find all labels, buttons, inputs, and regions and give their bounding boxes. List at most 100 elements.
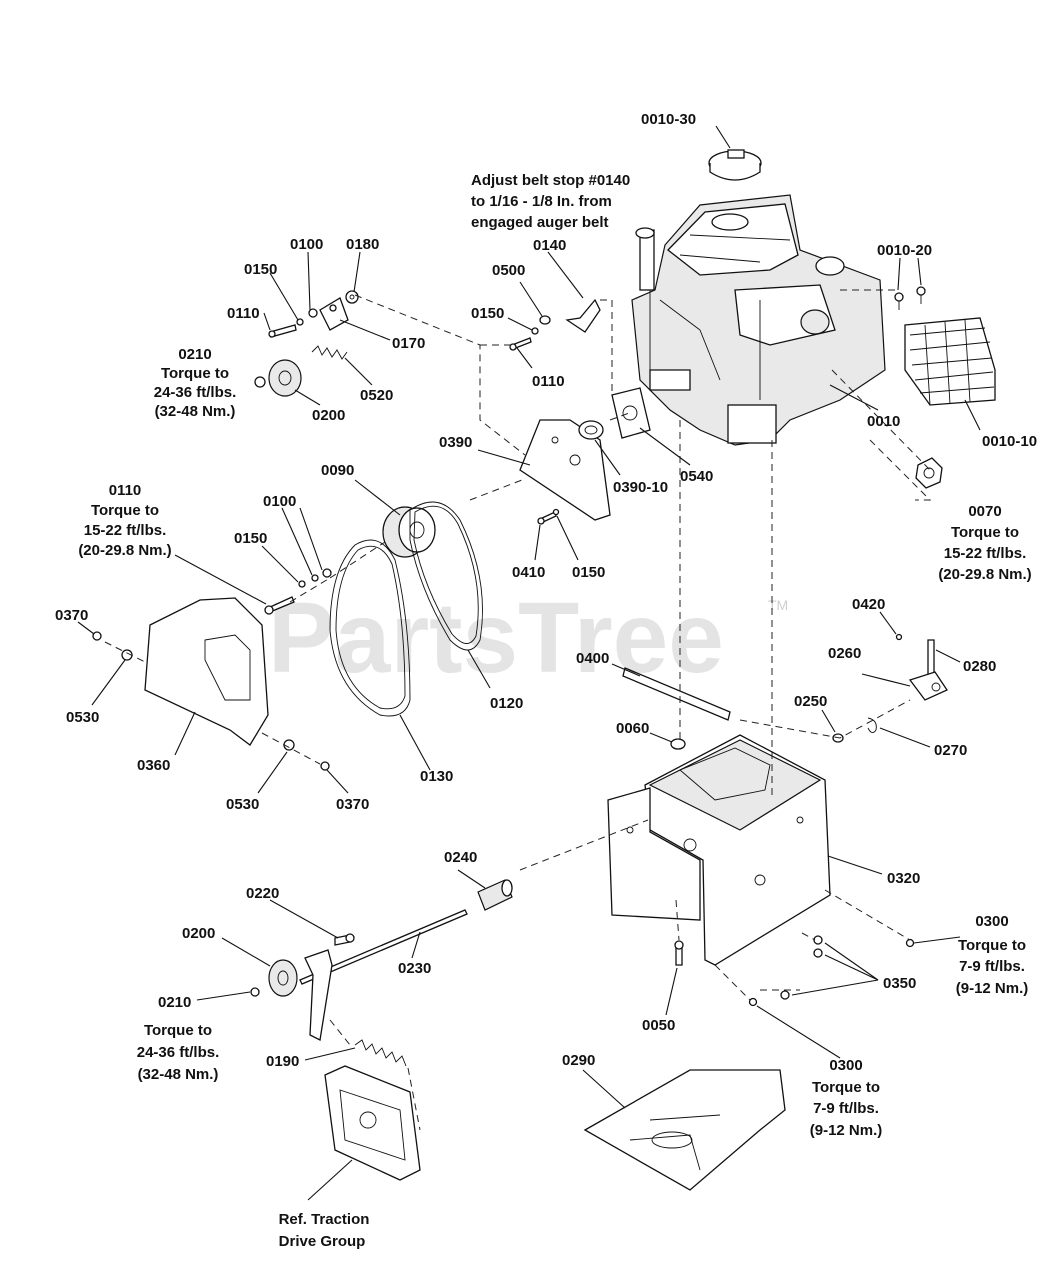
screws-0350[interactable]: [780, 935, 823, 1000]
label-0370-b: 0370: [336, 796, 369, 813]
bottom-plate-0290[interactable]: [583, 1069, 786, 1191]
spring-0520[interactable]: [311, 345, 348, 360]
label-0200-b: 0200: [182, 925, 215, 942]
traction-drive-group[interactable]: [324, 1065, 421, 1181]
bolt-0110c[interactable]: [264, 596, 295, 615]
idler-pulley-0200a[interactable]: [268, 359, 302, 397]
screw-0370b[interactable]: [320, 761, 330, 771]
belt-0130[interactable]: [329, 539, 411, 717]
washer-0100b[interactable]: [311, 568, 332, 582]
belt-cover-0390[interactable]: [519, 419, 611, 521]
note-0210-bottom-line2: 24-36 ft/lbs.: [137, 1044, 220, 1061]
label-0320: 0320: [887, 870, 920, 887]
note-torque-0070: 0070 Torque to 15-22 ft/lbs. (20-29.8 Nm…: [938, 503, 1031, 583]
note-0300-right-line4: (9-12 Nm.): [956, 980, 1029, 997]
spacer-0240[interactable]: [477, 879, 513, 911]
note-belt-stop-line1: Adjust belt stop #0140: [471, 172, 630, 189]
label-0010-30: 0010-30: [641, 111, 696, 128]
note-0300-right-line1: 0300: [975, 913, 1008, 930]
bracket-0260[interactable]: [908, 671, 948, 701]
washer-0390-10[interactable]: [578, 420, 604, 440]
note-0070-line1: 0070: [968, 503, 1001, 520]
washer-0060[interactable]: [670, 738, 686, 750]
washer-0500[interactable]: [539, 315, 551, 325]
idler-bracket-0170[interactable]: [319, 297, 349, 331]
label-0110-b: 0110: [532, 373, 565, 390]
nut-0210-top[interactable]: [254, 376, 266, 388]
washer-0150b[interactable]: [531, 327, 539, 335]
gasket-0540[interactable]: [611, 387, 651, 439]
label-0230: 0230: [398, 960, 431, 977]
washer-0150d[interactable]: [552, 508, 560, 516]
bracket-arm[interactable]: [304, 949, 333, 1041]
label-0390: 0390: [439, 434, 472, 451]
nut-0210[interactable]: [250, 987, 260, 997]
label-0010-20: 0010-20: [877, 242, 932, 259]
bolt-0110a[interactable]: [268, 324, 297, 338]
watermark: PartsTree: [268, 582, 724, 694]
screws-0010-20[interactable]: [894, 286, 926, 310]
pulley-0200b[interactable]: [268, 959, 298, 997]
label-0260: 0260: [828, 645, 861, 662]
washer-0180[interactable]: [345, 290, 359, 304]
shaft-0230[interactable]: [299, 909, 468, 985]
belt-guard-0360[interactable]: [144, 597, 269, 746]
bolt-0110b[interactable]: [509, 337, 532, 351]
belt-0120[interactable]: [409, 501, 483, 651]
note-0300-bottom-line2: Torque to: [812, 1079, 880, 1096]
note-0300-right-line2: Torque to: [958, 937, 1026, 954]
label-0170: 0170: [392, 335, 425, 352]
washer-0100a[interactable]: [308, 308, 318, 318]
label-0110-a: 0110: [227, 305, 260, 322]
bar-0400[interactable]: [622, 667, 731, 721]
screw-0370a[interactable]: [92, 631, 102, 641]
washer-0420[interactable]: [895, 633, 903, 641]
bolt-0050[interactable]: [674, 940, 684, 966]
screw-0300b[interactable]: [748, 997, 758, 1007]
note-0210-bottom-line3: (32-48 Nm.): [138, 1066, 219, 1083]
note-0300-right-line3: 7-9 ft/lbs.: [959, 958, 1025, 975]
nut-0070[interactable]: [915, 457, 943, 489]
label-0370-a: 0370: [55, 607, 88, 624]
label-0410: 0410: [512, 564, 545, 581]
label-0250: 0250: [794, 693, 827, 710]
note-torque-0210-bottom: Torque to 24-36 ft/lbs. (32-48 Nm.): [137, 1022, 220, 1083]
label-0280: 0280: [963, 658, 996, 675]
bolt-0410[interactable]: [537, 511, 557, 525]
muffler-guard-0010-10[interactable]: [904, 317, 996, 406]
engine-pulley-0090[interactable]: [382, 506, 436, 558]
label-0010-10: 0010-10: [982, 433, 1037, 450]
label-0520: 0520: [360, 387, 393, 404]
spring-0190[interactable]: [354, 1039, 407, 1067]
label-0150-b: 0150: [471, 305, 504, 322]
note-0300-bottom-line1: 0300: [829, 1057, 862, 1074]
note-belt-stop-line3: engaged auger belt: [471, 214, 609, 231]
frame-0320[interactable]: [607, 734, 831, 966]
note-0070-line3: 15-22 ft/lbs.: [944, 545, 1027, 562]
gas-cap-0010-30[interactable]: [708, 149, 762, 181]
label-0100-b: 0100: [263, 493, 296, 510]
washer-0150a[interactable]: [296, 318, 304, 326]
leader-lines: [77, 125, 981, 1201]
belt-stop-0140[interactable]: [565, 298, 601, 333]
label-0540: 0540: [680, 468, 713, 485]
note-0300-bottom-line3: 7-9 ft/lbs.: [813, 1100, 879, 1117]
note-torque-0110: 0110 Torque to 15-22 ft/lbs. (20-29.8 Nm…: [78, 482, 171, 559]
bolt-0220[interactable]: [334, 933, 355, 946]
screw-0300a[interactable]: [905, 938, 915, 948]
label-0200-a: 0200: [312, 407, 345, 424]
label-0150-c: 0150: [234, 530, 267, 547]
engine-0010[interactable]: [631, 194, 886, 446]
label-0360: 0360: [137, 757, 170, 774]
note-belt-stop: Adjust belt stop #0140 to 1/16 - 1/8 In.…: [471, 172, 630, 231]
note-torque-0210-top: 0210 Torque to 24-36 ft/lbs. (32-48 Nm.): [154, 346, 237, 420]
note-torque-0300-bottom: 0300 Torque to 7-9 ft/lbs. (9-12 Nm.): [810, 1057, 883, 1139]
note-0110-line4: (20-29.8 Nm.): [78, 542, 171, 559]
washer-0150c[interactable]: [298, 580, 306, 588]
label-0060: 0060: [616, 720, 649, 737]
note-0210-top-line1: 0210: [178, 346, 211, 363]
clip-0270[interactable]: [867, 717, 877, 733]
note-belt-stop-line2: to 1/16 - 1/8 In. from: [471, 193, 612, 210]
label-0050: 0050: [642, 1017, 675, 1034]
